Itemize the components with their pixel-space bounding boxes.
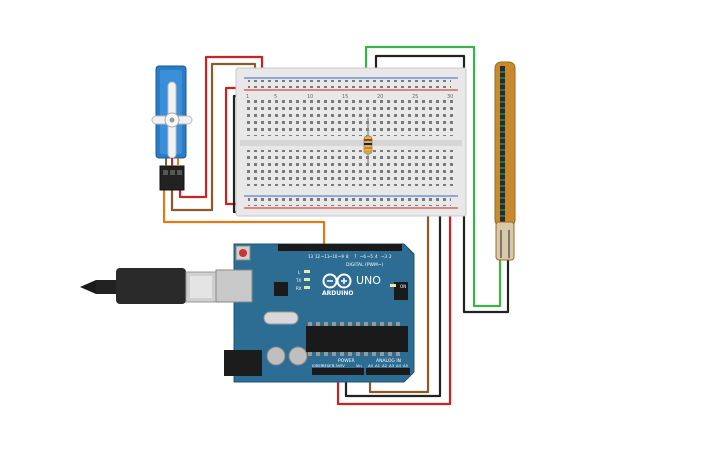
breadboard[interactable]: 1 5 10 15 20 25 30 bbox=[235, 67, 467, 217]
pin-10: ~10 bbox=[329, 254, 338, 259]
wire-red-5v[interactable] bbox=[336, 204, 452, 406]
digital-label: DIGITAL (PWM~) bbox=[346, 262, 384, 268]
pin-7: 7 bbox=[354, 254, 357, 259]
power-header[interactable] bbox=[312, 368, 364, 375]
servo-horn[interactable] bbox=[151, 81, 193, 159]
column-number-15: 15 bbox=[342, 94, 348, 100]
pin-13: 13 bbox=[308, 254, 314, 259]
column-number-10: 10 bbox=[307, 94, 313, 100]
usb-cable[interactable] bbox=[80, 268, 217, 304]
wire-green-flex[interactable] bbox=[364, 45, 502, 308]
pin-vin: Vin bbox=[356, 364, 362, 368]
pin-12: 12 bbox=[315, 254, 321, 259]
digital-header[interactable] bbox=[278, 244, 402, 251]
pin-4: 4 bbox=[375, 254, 378, 259]
servo-connector[interactable] bbox=[159, 165, 185, 191]
column-number-1: 1 bbox=[246, 94, 249, 100]
pin-9: ~9 bbox=[338, 254, 344, 259]
column-number-20: 20 bbox=[377, 94, 383, 100]
power-label: POWER bbox=[338, 358, 355, 364]
l-label: L bbox=[298, 270, 301, 275]
pin-a4: A4 bbox=[396, 363, 402, 368]
arduino-uno[interactable]: ARDUINO UNO DIGITAL (PWM~) POWER ANALOG … bbox=[215, 243, 415, 383]
wire-black-gnd[interactable] bbox=[344, 204, 442, 398]
board-model-text: UNO bbox=[356, 274, 381, 287]
breadboard-holes-top bbox=[245, 100, 455, 136]
breadboard-rail-holes-top bbox=[248, 80, 451, 88]
column-number-5: 5 bbox=[274, 94, 277, 100]
tx-label: TX bbox=[295, 278, 301, 283]
pin-reset: RESET bbox=[322, 364, 334, 368]
usb-port[interactable] bbox=[215, 269, 253, 303]
pin-3v3: 3.3V bbox=[332, 364, 341, 368]
pin-a2: A2 bbox=[382, 363, 388, 368]
rx-label: RX bbox=[296, 286, 302, 291]
column-number-25: 25 bbox=[412, 94, 418, 100]
wire-brown-servo[interactable] bbox=[170, 62, 257, 212]
on-label: ON bbox=[400, 284, 406, 289]
led-tx bbox=[304, 278, 310, 281]
pin-ioref: IOREF bbox=[312, 364, 323, 368]
board-logo-text: ARDUINO bbox=[322, 290, 353, 297]
microcontroller-chip bbox=[306, 326, 408, 352]
breadboard-holes-bottom bbox=[245, 150, 455, 186]
pin-a3: A3 bbox=[389, 363, 395, 368]
pin-8: 8 bbox=[346, 254, 349, 259]
breadboard-rail-holes-bottom bbox=[248, 198, 451, 206]
power-jack[interactable] bbox=[224, 350, 262, 376]
servo-motor[interactable] bbox=[151, 65, 193, 191]
pin-6: ~6 bbox=[360, 254, 366, 259]
arduino-logo-icon bbox=[322, 273, 352, 289]
led-l bbox=[304, 270, 310, 273]
led-rx bbox=[304, 286, 310, 289]
flex-sensor[interactable] bbox=[494, 61, 516, 261]
pin-a1: A1 bbox=[375, 363, 381, 368]
led-on bbox=[390, 284, 396, 287]
pin-a0: A0 bbox=[368, 363, 374, 368]
pin-11: ~11 bbox=[321, 254, 330, 259]
analog-header[interactable] bbox=[366, 368, 410, 375]
resistor[interactable] bbox=[363, 118, 373, 164]
wire-orange-signal[interactable] bbox=[162, 190, 326, 248]
analog-label: ANALOG IN bbox=[376, 358, 401, 364]
pin-2: 2 bbox=[389, 254, 392, 259]
wire-red-servo[interactable] bbox=[178, 55, 264, 199]
column-number-30: 30 bbox=[447, 94, 453, 100]
pin-a5: A5 bbox=[403, 363, 409, 368]
pin-5v: 5V bbox=[340, 364, 345, 368]
pin-5: ~5 bbox=[367, 254, 373, 259]
pin-3: ~3 bbox=[381, 254, 387, 259]
